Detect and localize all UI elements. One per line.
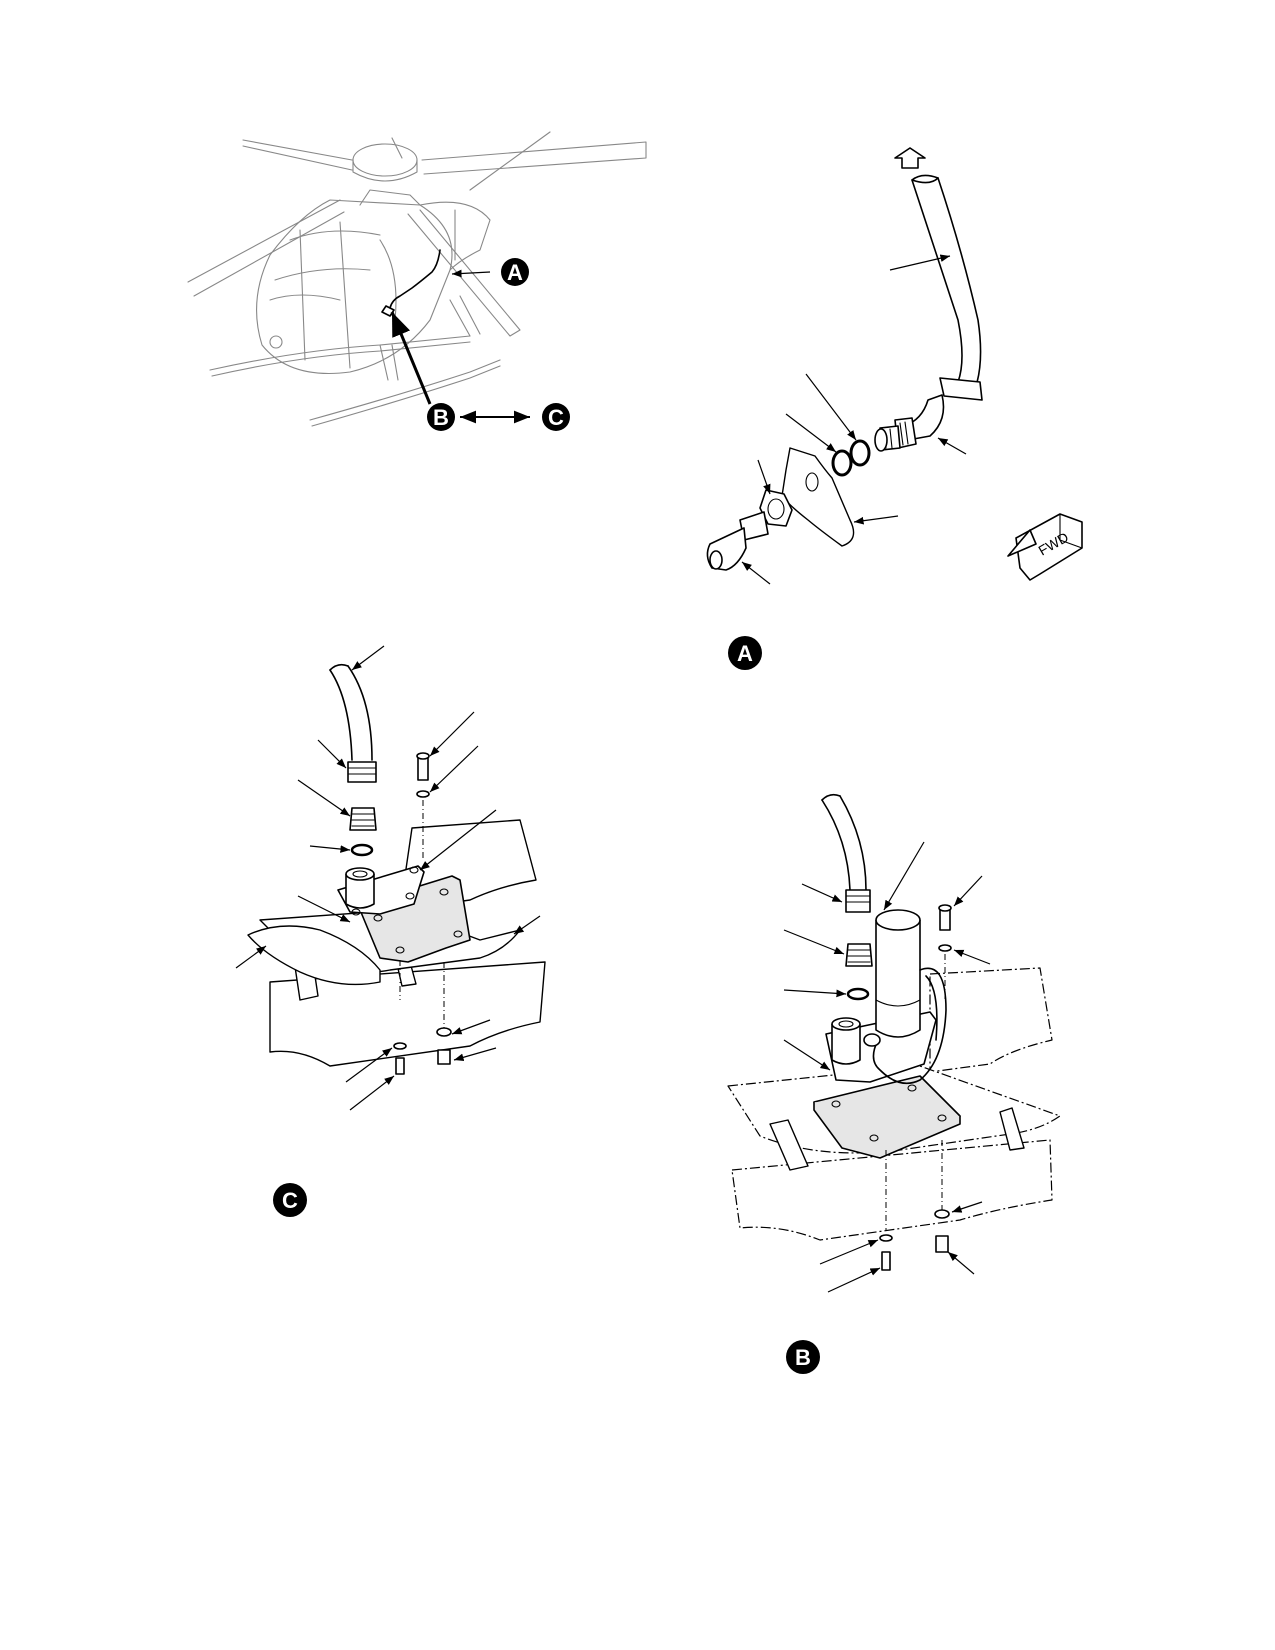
landing-skids <box>209 295 501 427</box>
badge-b-detail-label: B <box>795 1345 811 1370</box>
leader-b-oring <box>783 989 847 998</box>
fuel-hose-a <box>911 174 982 387</box>
leader-b-washer <box>953 949 991 965</box>
leader-a-plate <box>853 515 899 525</box>
fitting-c <box>349 807 377 831</box>
leader-c-floor-right <box>513 915 541 935</box>
badge-b-detail[interactable]: B <box>786 1340 820 1374</box>
leader-a-oring-1 <box>805 373 857 441</box>
oring-b <box>846 987 870 1001</box>
pump-mount-plate-b <box>813 1075 961 1159</box>
badge-a-detail[interactable]: A <box>728 636 762 670</box>
bulkhead-plate <box>781 447 855 547</box>
leader-c-oring <box>309 845 351 853</box>
fuselage <box>256 189 491 375</box>
leader-c-hose <box>351 645 385 671</box>
fuel-line-outlet <box>706 511 769 571</box>
leader-c-washer <box>429 745 479 793</box>
pump-base-c <box>337 865 425 916</box>
leader-c-pump <box>419 809 497 871</box>
fuel-line-routing <box>381 249 441 317</box>
screws-washers-c <box>393 752 452 1075</box>
leader-a-oring-2 <box>785 413 837 453</box>
leader-b-fitting <box>783 929 845 955</box>
fuel-pump-motor[interactable] <box>863 909 947 1085</box>
leader-b-motor <box>883 841 925 911</box>
badge-a-overview[interactable]: A <box>501 258 529 286</box>
badge-a-overview-label: A <box>507 260 523 285</box>
jam-nut <box>759 489 793 527</box>
up-arrow-icon <box>894 147 926 169</box>
leader-c-bolt <box>349 1075 395 1111</box>
rotor-blades <box>187 131 647 337</box>
leader-a-outlet <box>741 561 771 585</box>
leader-c-floor-left <box>235 945 267 969</box>
detail-c <box>235 645 546 1111</box>
leader-c-nut <box>453 1047 497 1062</box>
leader-b-bolt <box>827 1267 881 1293</box>
leader-a-elbow <box>937 437 967 455</box>
leader-c-fitting <box>297 779 351 817</box>
leader-a-hose <box>889 254 951 271</box>
leader-b-screw <box>953 875 983 907</box>
o-rings-a <box>831 439 871 477</box>
floor-panels-c <box>247 819 546 1067</box>
badge-c-overview[interactable]: C <box>542 403 570 431</box>
leader-c-coupling <box>317 739 347 769</box>
badge-c-detail[interactable]: C <box>273 1183 307 1217</box>
leader-c-lower-washer <box>451 1019 491 1035</box>
leader-b-lower-washer-2 <box>819 1239 879 1265</box>
fwd-arrow-icon: FWD <box>1007 513 1083 581</box>
callout-arrow-a <box>451 269 491 278</box>
badge-c-overview-label: C <box>548 405 564 430</box>
leader-b-nut <box>947 1251 975 1275</box>
leader-c-lower-washer-2 <box>345 1047 393 1083</box>
detail-a: FWD <box>706 147 1083 585</box>
hose-b <box>821 793 871 913</box>
leader-a-nut <box>757 459 771 495</box>
oring-c <box>350 843 374 857</box>
leader-c-plate <box>297 895 351 923</box>
badge-b-overview-label: B <box>433 405 449 430</box>
badge-a-detail-label: A <box>737 641 753 666</box>
leader-b-base <box>783 1039 831 1071</box>
callout-arrow-b <box>390 311 432 405</box>
leader-c-screw <box>429 711 475 757</box>
hose-c <box>329 663 377 783</box>
leader-b-lower-washer <box>951 1201 983 1213</box>
badge-c-detail-label: C <box>282 1188 298 1213</box>
hose-elbow-fitting <box>874 377 983 452</box>
helicopter-overview <box>187 131 647 427</box>
detail-b <box>727 793 1061 1293</box>
leader-b-coupling <box>801 883 843 903</box>
badge-b-overview[interactable]: B <box>427 403 455 431</box>
fitting-b <box>845 943 873 967</box>
